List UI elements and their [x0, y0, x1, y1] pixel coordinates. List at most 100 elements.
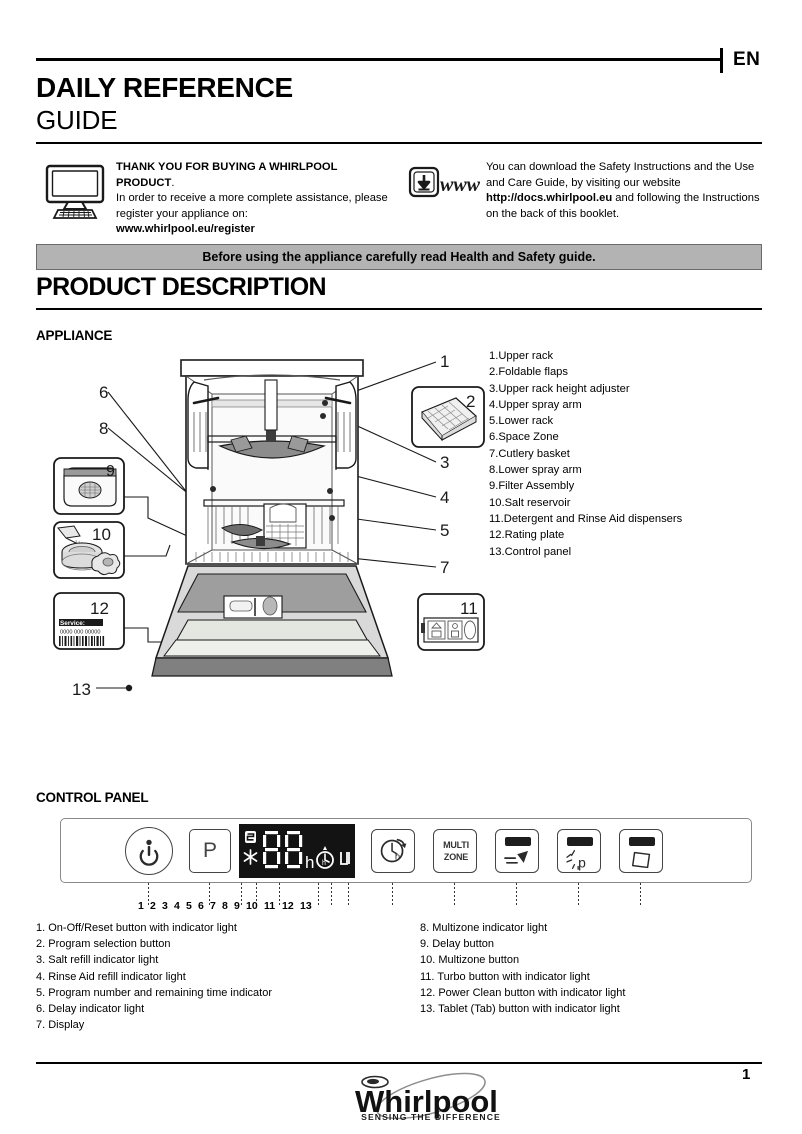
cp-marker-1: 1	[138, 900, 144, 912]
multizone-button-label: MULTI ZONE	[434, 839, 478, 863]
legend-item: 10. Multizone button	[420, 954, 520, 967]
inset-rating-plate: Service: 0000 000 00000 12	[53, 592, 125, 650]
delay-indicator-icon: h	[316, 846, 334, 869]
callout-2-label: 2	[466, 392, 475, 411]
page-subtitle: GUIDE	[36, 105, 118, 135]
legend-item: 8. Multizone indicator light	[420, 922, 548, 934]
delay-button[interactable]: h	[371, 829, 415, 873]
download-www-icon: www	[408, 166, 481, 198]
inset-dispensers: 11	[417, 593, 485, 651]
power-clean-button[interactable]: p	[557, 829, 601, 873]
part-number: 9.	[489, 480, 499, 493]
power-on-off-icon	[139, 839, 159, 866]
control-panel: P	[60, 818, 752, 883]
whirlpool-swirl	[361, 1075, 389, 1089]
clock-hour-icon: h	[380, 838, 407, 863]
lower-spray-arm	[230, 536, 292, 550]
part-label: Detergent and Rinse Aid dispensers	[503, 512, 683, 525]
program-selection-button[interactable]: P	[189, 829, 231, 873]
appliance-parts-list: 1.Upper rack 2.Foldable flaps 3.Upper ra…	[489, 348, 769, 560]
docs-url: http://docs.whirlpool.eu	[486, 192, 613, 204]
part-number: 12.	[489, 529, 505, 542]
power-clean-indicator-light	[567, 837, 593, 846]
www-label: www	[440, 174, 481, 196]
thank-you-line-2: In order to receive a more complete assi…	[116, 192, 388, 204]
svg-text:h: h	[322, 860, 326, 867]
part-item: 7.Cutlery basket	[489, 446, 769, 462]
legend-item: 6. Delay indicator light	[36, 1003, 145, 1016]
callout-1-label: 1	[440, 352, 449, 371]
download-line-4: on the back of this booklet.	[486, 207, 620, 220]
callout-10-label: 10	[92, 525, 111, 544]
download-line-2: and Care Guide, by visiting our website	[486, 176, 681, 189]
cp-marker-12: 12	[282, 900, 294, 912]
tablet-tab-icon	[631, 851, 651, 869]
part-number: 1.	[489, 350, 499, 362]
header-rule	[36, 58, 720, 61]
callout-13-label: 13	[72, 680, 91, 699]
part-label: Salt reservoir	[504, 496, 571, 509]
thank-you-text: THANK YOU FOR BUYING A WHIRLPOOL PRODUCT…	[116, 160, 396, 238]
cp-marker-2: 2	[150, 900, 156, 912]
part-label: Upper spray arm	[498, 398, 582, 411]
page-title: DAILY REFERENCE	[36, 72, 293, 103]
inset-salt-reservoir: 10	[53, 521, 125, 579]
header-rule-group: EN	[36, 48, 762, 74]
appliance-diagram: 2 9	[36, 340, 496, 720]
callout-6-label: 6	[99, 383, 108, 402]
callout-4-label: 4	[440, 488, 449, 507]
part-label: Lower spray arm	[498, 464, 582, 477]
part-item: 5.Lower rack	[489, 413, 769, 429]
part-number: 3.	[489, 382, 499, 395]
turbo-button[interactable]	[495, 829, 539, 873]
callout-12-label: 12	[90, 599, 109, 618]
program-time-digits	[263, 831, 303, 869]
service-label-bar	[59, 619, 103, 626]
turbo-indicator-light	[505, 837, 531, 846]
part-item: 10.Salt reservoir	[489, 495, 769, 511]
section-title-product-description: PRODUCT DESCRIPTION	[36, 273, 327, 301]
safety-banner: Before using the appliance carefully rea…	[36, 244, 762, 270]
cp-marker-6: 6	[198, 900, 204, 912]
thank-you-line-3: register your appliance on:	[116, 207, 248, 220]
inset-filter-assembly: 9	[53, 457, 125, 515]
service-number: 0000 000 00000	[60, 630, 100, 636]
detergent-dispenser	[223, 595, 283, 619]
callout-5-label: 5	[440, 521, 449, 540]
cp-marker-9: 9	[234, 900, 240, 912]
part-label: Lower rack	[498, 415, 554, 428]
hour-unit-label: h	[305, 853, 314, 872]
program-button-label: P	[202, 839, 217, 862]
intro-block: THANK YOU FOR BUYING A WHIRLPOOL PRODUCT…	[36, 160, 762, 236]
whirlpool-tagline: SENSING THE DIFFERENCE	[361, 1112, 501, 1122]
cp-marker-13: 13	[300, 900, 312, 912]
cp-marker-8: 8	[222, 900, 228, 912]
control-panel-callout-dot	[125, 684, 133, 692]
part-number: 13.	[489, 545, 505, 558]
part-item: 11.Detergent and Rinse Aid dispensers	[489, 511, 769, 527]
page-number: 1	[742, 1066, 751, 1083]
tablet-button[interactable]	[619, 829, 663, 873]
control-panel-tick-marks	[60, 883, 752, 908]
legend-item: 11. Turbo button with indicator light	[420, 970, 590, 983]
part-item: 13.Control panel	[489, 544, 769, 560]
register-url-text: www.whirlpool.eu/register	[116, 223, 255, 235]
part-number: 11.	[489, 512, 504, 525]
cp-marker-5: 5	[186, 900, 192, 912]
legend-item: 1. On-Off/Reset button with indicator li…	[36, 922, 237, 934]
legend-item: 13. Tablet (Tab) button with indicator l…	[420, 1003, 620, 1016]
whirlpool-logo: Whirlpool	[355, 1072, 498, 1120]
part-item: 1.Upper rack	[489, 348, 769, 364]
multizone-label-line2: ZONE	[443, 852, 469, 862]
multizone-button[interactable]: MULTI ZONE	[433, 829, 477, 873]
part-label: Foldable flaps	[498, 366, 568, 379]
download-line-3: http://docs.whirlpool.eu and following t…	[486, 191, 798, 207]
thank-you-period: .	[171, 176, 175, 189]
legend-item: 9. Delay button	[420, 938, 494, 951]
part-number: 7.	[489, 447, 499, 460]
power-on-off-button[interactable]	[125, 827, 173, 875]
space-zone	[220, 524, 264, 536]
header-rule-tick	[720, 48, 723, 73]
download-text: You can download the Safety Instructions…	[486, 160, 798, 222]
whirlpool-wordmark: Whirlpool	[355, 1084, 498, 1119]
